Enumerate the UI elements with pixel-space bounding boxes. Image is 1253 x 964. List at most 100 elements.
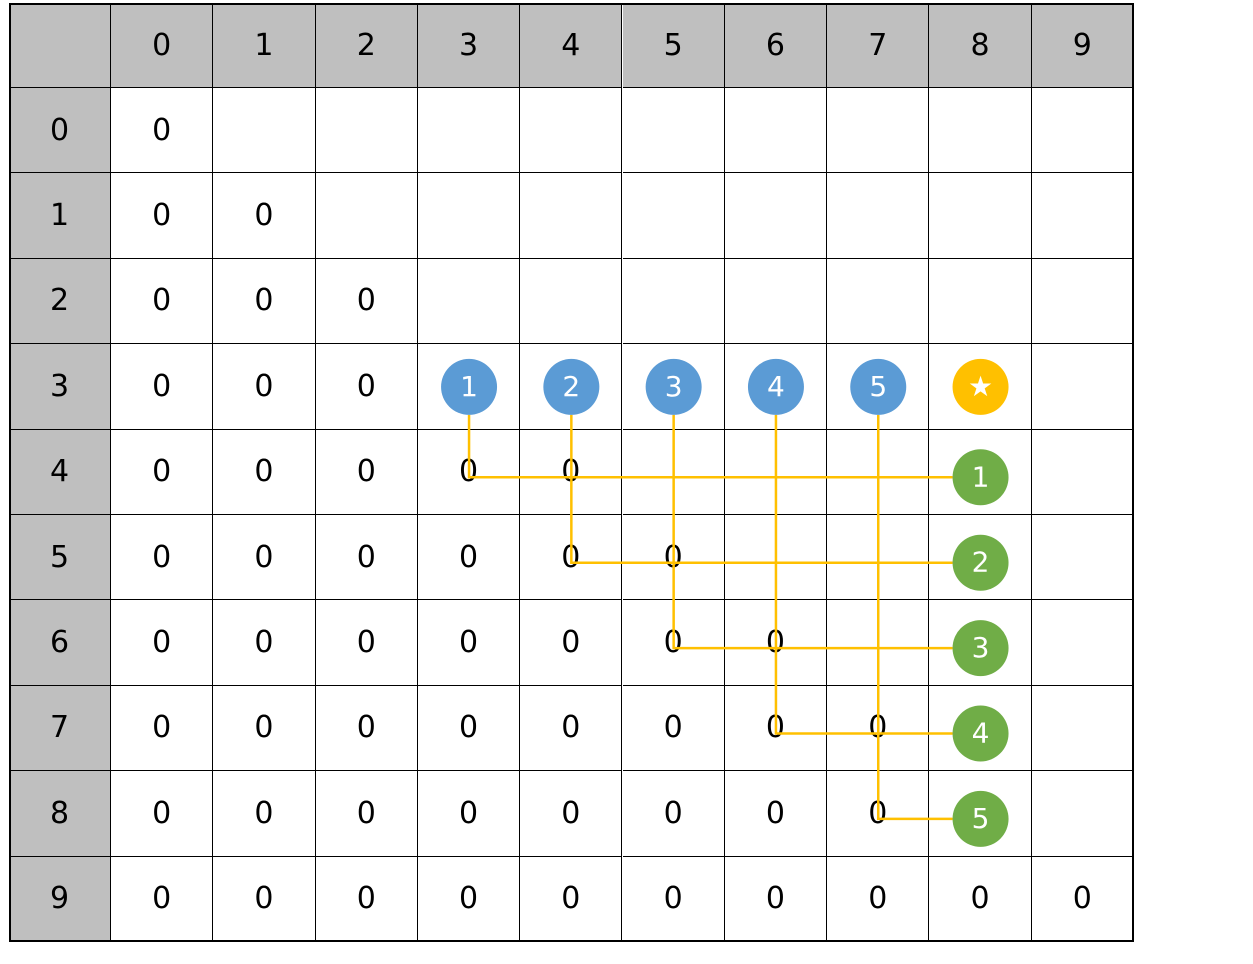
table-cell: 0 xyxy=(111,515,214,601)
table-cell xyxy=(315,173,418,259)
table-cell xyxy=(929,515,1032,601)
table-cell: 0 xyxy=(520,600,623,686)
column-header-2: 2 xyxy=(315,3,418,88)
table-cell: 0 xyxy=(213,173,316,259)
table-cell: 0 xyxy=(724,600,828,686)
table-cell: 0 xyxy=(827,685,930,772)
column-header-1: 1 xyxy=(213,3,316,88)
table-cell: 0 xyxy=(827,771,930,857)
table-cell xyxy=(417,344,521,430)
table-cell xyxy=(520,88,623,174)
table-cell xyxy=(520,344,623,430)
table-cell xyxy=(1031,429,1134,515)
table-cell: 0 xyxy=(213,429,316,515)
column-header-5: 5 xyxy=(622,3,725,88)
table-cell: 0 xyxy=(520,685,623,772)
table-cell xyxy=(827,344,930,430)
table-cell xyxy=(827,173,930,259)
row-header-8: 8 xyxy=(9,771,111,857)
table-cell: 0 xyxy=(315,515,418,601)
table-cell: 0 xyxy=(622,771,725,857)
table-cell xyxy=(929,771,1032,857)
table-cell xyxy=(1031,344,1134,430)
table-cell: 0 xyxy=(417,856,521,942)
table-cell xyxy=(724,429,828,515)
row-header-3: 3 xyxy=(9,344,111,430)
table-cell: 0 xyxy=(417,600,521,686)
column-header-6: 6 xyxy=(724,3,828,88)
row-header-4: 4 xyxy=(9,429,111,515)
table-cell: 0 xyxy=(213,600,316,686)
table-cell: 0 xyxy=(111,88,214,174)
table-cell: 0 xyxy=(622,600,725,686)
table-cell: 0 xyxy=(622,856,725,942)
column-header-4: 4 xyxy=(520,3,623,88)
table-cell xyxy=(622,173,725,259)
table-cell xyxy=(213,88,316,174)
table-cell xyxy=(520,258,623,345)
row-header-5: 5 xyxy=(9,515,111,601)
row-header-2: 2 xyxy=(9,258,111,345)
column-header-9: 9 xyxy=(1031,3,1134,88)
table-cell xyxy=(315,88,418,174)
table-cell xyxy=(929,600,1032,686)
table-cell xyxy=(827,515,930,601)
table-cell: 0 xyxy=(111,856,214,942)
table-cell xyxy=(929,173,1032,259)
table-cell: 0 xyxy=(417,771,521,857)
table-cell: 0 xyxy=(315,429,418,515)
table-cell xyxy=(827,429,930,515)
table-cell: 0 xyxy=(111,685,214,772)
table-cell xyxy=(417,258,521,345)
table-cell: 0 xyxy=(315,344,418,430)
table-cell xyxy=(622,88,725,174)
row-header-7: 7 xyxy=(9,685,111,772)
column-header-3: 3 xyxy=(417,3,521,88)
table-cell: 0 xyxy=(111,258,214,345)
table-cell xyxy=(929,685,1032,772)
table-cell xyxy=(724,88,828,174)
table-cell xyxy=(724,515,828,601)
corner-header xyxy=(9,3,111,88)
table-cell xyxy=(929,88,1032,174)
table-cell: 0 xyxy=(213,258,316,345)
table-cell: 0 xyxy=(213,344,316,430)
table-cell xyxy=(724,258,828,345)
table-cell xyxy=(827,258,930,345)
table-cell: 0 xyxy=(827,856,930,942)
table-cell xyxy=(827,88,930,174)
table-cell xyxy=(417,173,521,259)
table-cell: 0 xyxy=(417,429,521,515)
row-header-9: 9 xyxy=(9,856,111,942)
table-cell: 0 xyxy=(315,685,418,772)
table-cell: 0 xyxy=(213,685,316,772)
table-cell xyxy=(1031,685,1134,772)
table-cell xyxy=(417,88,521,174)
table-cell: 0 xyxy=(622,685,725,772)
table-cell xyxy=(929,258,1032,345)
table-cell xyxy=(520,173,623,259)
table-cell: 0 xyxy=(213,515,316,601)
row-header-6: 6 xyxy=(9,600,111,686)
table-cell xyxy=(827,600,930,686)
table-cell: 0 xyxy=(520,771,623,857)
table-cell: 0 xyxy=(1031,856,1134,942)
table-cell: 0 xyxy=(315,258,418,345)
table-cell: 0 xyxy=(520,429,623,515)
table-cell: 0 xyxy=(111,344,214,430)
table-cell: 0 xyxy=(417,515,521,601)
table-cell xyxy=(929,344,1032,430)
column-header-8: 8 xyxy=(929,3,1032,88)
table-cell: 0 xyxy=(315,771,418,857)
table-cell: 0 xyxy=(724,856,828,942)
table-cell: 0 xyxy=(213,856,316,942)
column-header-7: 7 xyxy=(827,3,930,88)
table-cell xyxy=(622,258,725,345)
table-cell xyxy=(1031,600,1134,686)
column-header-0: 0 xyxy=(111,3,214,88)
table-cell xyxy=(1031,515,1134,601)
table-cell xyxy=(1031,88,1134,174)
table-cell: 0 xyxy=(213,771,316,857)
table-cell: 0 xyxy=(622,515,725,601)
